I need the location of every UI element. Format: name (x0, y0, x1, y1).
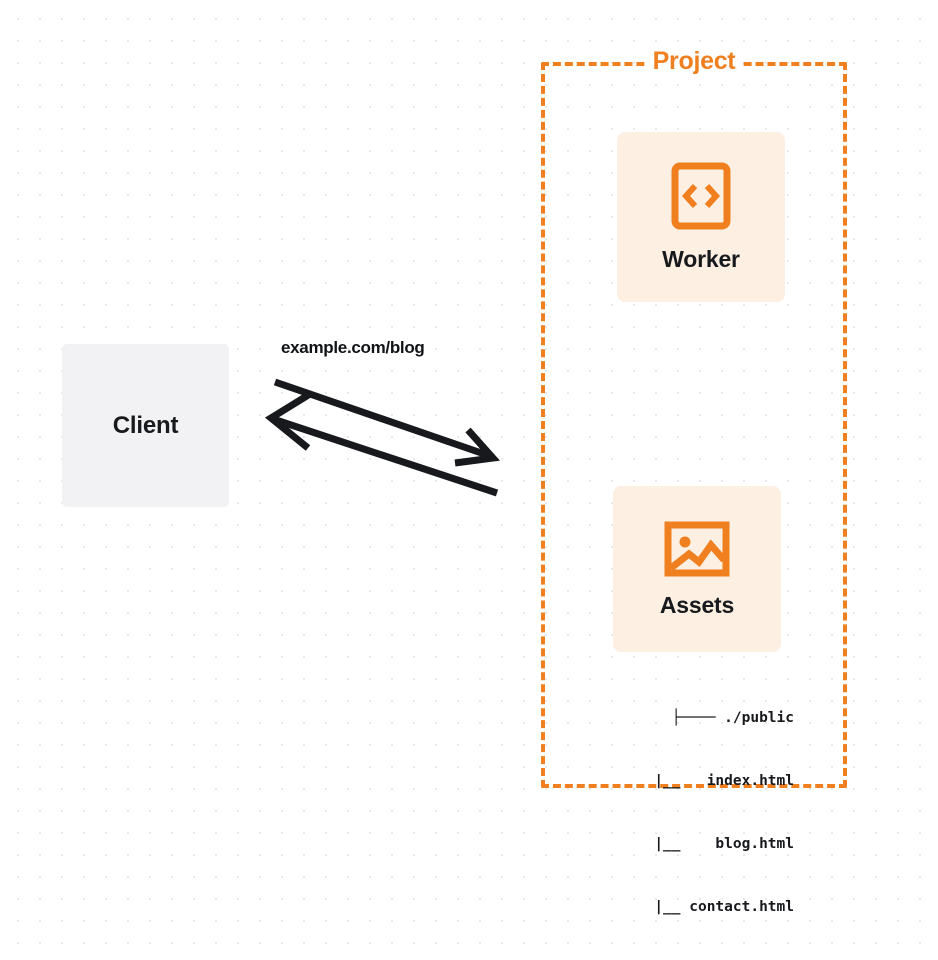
project-title: Project (645, 47, 743, 76)
assets-label: Assets (659, 591, 735, 618)
code-brackets-icon (671, 162, 731, 230)
worker-label: Worker (662, 245, 740, 272)
worker-node[interactable]: Worker (617, 132, 785, 302)
assets-node[interactable]: Assets (613, 486, 781, 652)
connector-arrows (264, 378, 501, 497)
tree-row: |__ blog.html (610, 836, 794, 852)
image-icon (664, 520, 730, 578)
tree-row: |__ index.html (610, 773, 794, 789)
response-arrow (264, 391, 499, 497)
client-node[interactable]: Client (62, 344, 229, 507)
request-arrow (273, 378, 501, 467)
tree-row: |__ contact.html (610, 899, 794, 915)
diagram-canvas: Client example.com/blog Project (62, 47, 847, 915)
project-group: Project Worker Assets (541, 47, 847, 915)
tree-row: ├──── ./public (671, 710, 794, 726)
client-label: Client (112, 411, 179, 439)
request-url-label: example.com/blog (281, 338, 425, 357)
assets-file-tree: ├──── ./public |__ index.html |__ blog.h… (594, 666, 794, 960)
